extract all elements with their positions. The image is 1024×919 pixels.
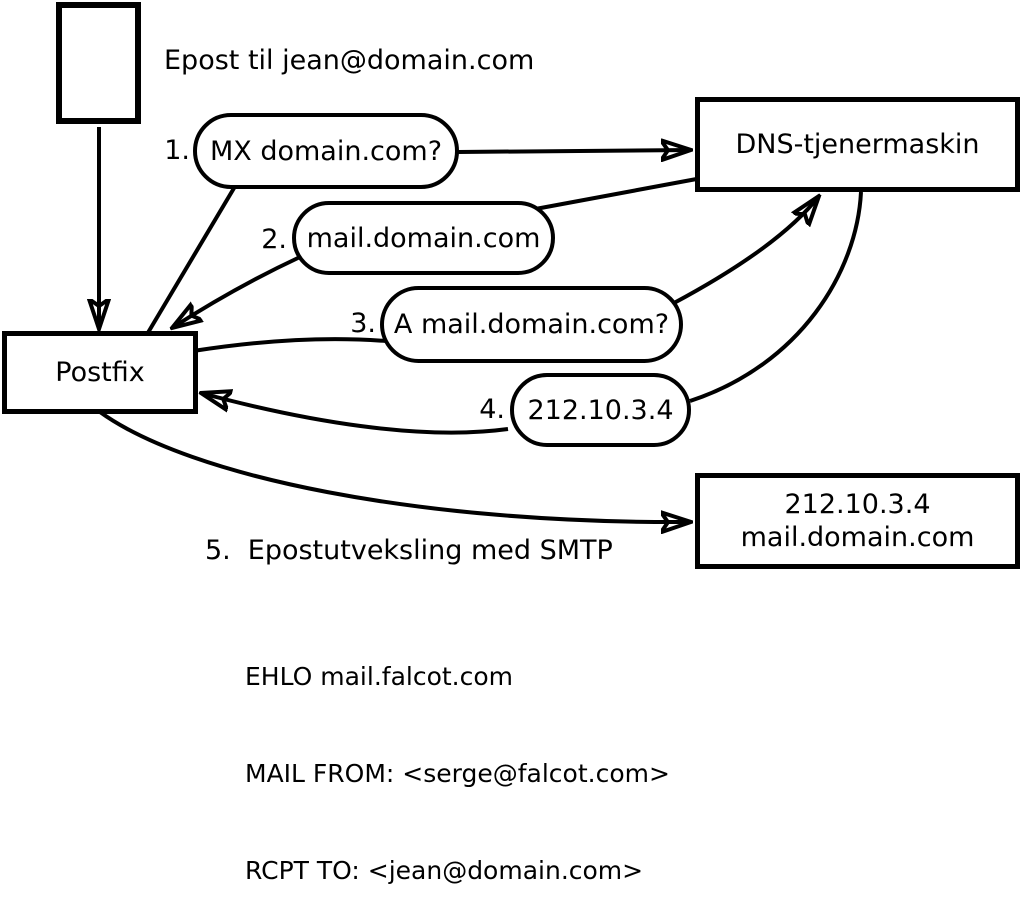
mailserver-box: 212.10.3.4 mail.domain.com (695, 473, 1020, 569)
arrow-step2-to-postfix (172, 255, 301, 328)
step1-number: 1. (164, 135, 190, 166)
step1-label: MX domain.com? (209, 135, 443, 167)
postfix-box: Postfix (2, 331, 198, 414)
smtp-line: EHLO mail.falcot.com (245, 661, 514, 691)
arrow-step1-to-dns (457, 150, 691, 152)
mailserver-ip: 212.10.3.4 (784, 489, 931, 520)
step4-pill: 212.10.3.4 (510, 373, 691, 447)
email-note: Epost til jean@domain.com (164, 45, 535, 76)
line-dns-to-step4 (689, 191, 863, 403)
dns-server-label: DNS-tjenermaskin (735, 129, 980, 160)
step2-number: 2. (261, 224, 287, 255)
step5-row: 5. Epostutveksling med SMTP (205, 534, 613, 568)
postfix-label: Postfix (55, 357, 145, 388)
step3-label: A mail.domain.com? (393, 309, 670, 340)
arrow-step3-to-dns (673, 196, 819, 305)
step5-number: 5. (205, 535, 231, 566)
step5-label: Epostutveksling med SMTP (247, 535, 613, 566)
smtp-session-block: EHLO mail.falcot.com MAIL FROM: <serge@f… (245, 596, 670, 919)
step4-label: 212.10.3.4 (527, 394, 674, 426)
step4-number: 4. (479, 394, 505, 425)
sender-host-box (56, 2, 141, 124)
step2-pill: mail.domain.com (292, 201, 555, 275)
arrow-postfix-to-mailserver (98, 410, 691, 522)
arrow-step4-to-postfix (201, 393, 509, 435)
smtp-line: RCPT TO: <jean@domain.com> (245, 856, 644, 886)
step2-label: mail.domain.com (306, 222, 541, 254)
line-postfix-to-step3 (192, 337, 387, 353)
dns-server-box: DNS-tjenermaskin (695, 97, 1020, 192)
step3-pill: A mail.domain.com? (380, 286, 683, 363)
line-postfix-to-step1 (144, 176, 242, 338)
mailserver-host: mail.domain.com (740, 522, 975, 553)
smtp-line: MAIL FROM: <serge@falcot.com> (245, 759, 670, 789)
line-dns-to-step2 (529, 176, 703, 212)
step3-number: 3. (350, 308, 376, 339)
step1-pill: MX domain.com? (193, 113, 459, 189)
